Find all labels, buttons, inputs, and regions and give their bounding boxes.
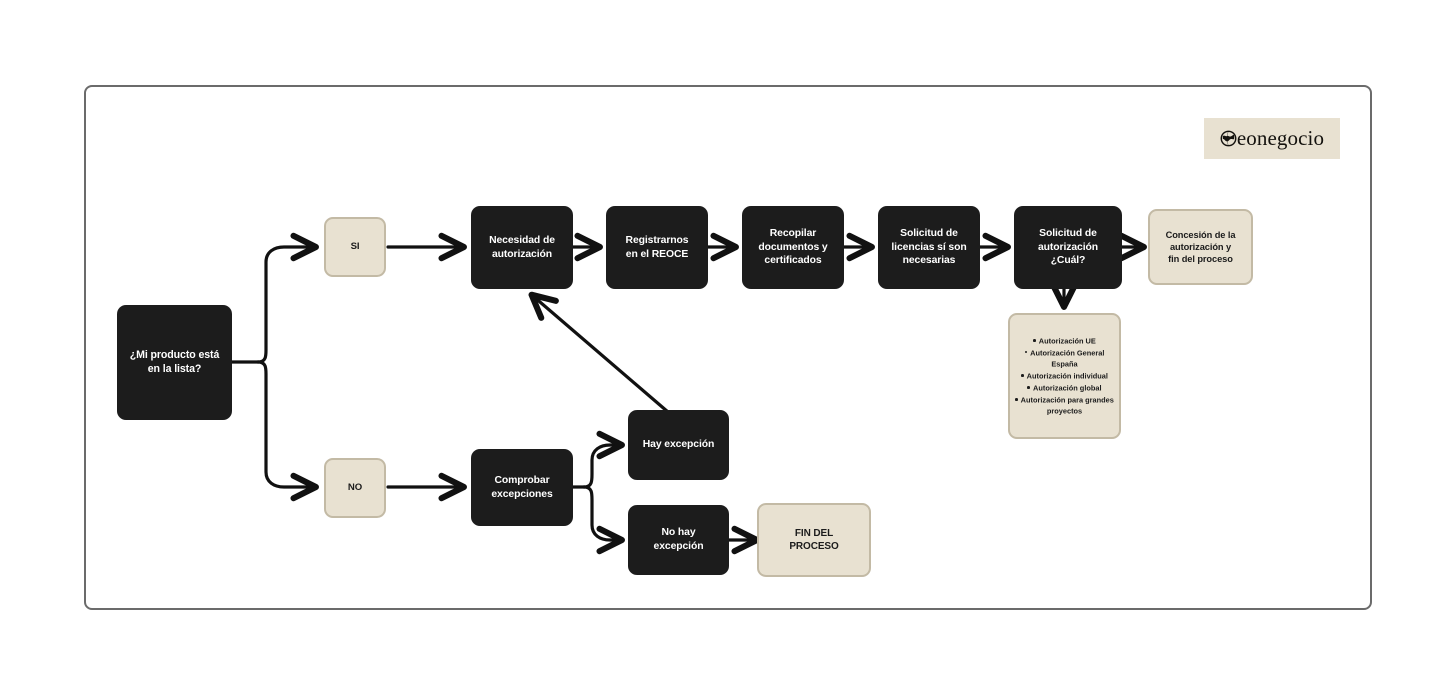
node-process-end-label: FIN DEL PROCESO <box>789 527 839 552</box>
node-register-reoce[interactable]: Registrarnos en el REOCE <box>606 206 708 289</box>
bullet-dot-icon <box>1024 350 1028 354</box>
node-yes-label: SI <box>350 240 360 252</box>
node-request-licenses[interactable]: Solicitud de licencias sí son necesarias <box>878 206 980 289</box>
node-need-authorization[interactable]: Necesidad de autorización <box>471 206 573 289</box>
node-no-label: NO <box>347 481 363 493</box>
globe-icon <box>1220 130 1237 147</box>
node-request-authorization[interactable]: Solicitud de autorización ¿Cuál? <box>1014 206 1122 289</box>
node-collect-documents-label: Recopilar documentos y certificados <box>758 227 828 267</box>
brand-logo: eonegocio <box>1204 118 1340 159</box>
node-process-end[interactable]: FIN DEL PROCESO <box>757 503 871 577</box>
node-yes[interactable]: SI <box>324 217 386 277</box>
node-has-exception-label: Hay excepción <box>642 439 715 451</box>
node-register-reoce-label: Registrarnos en el REOCE <box>625 234 689 260</box>
node-start-label: ¿Mi producto está en la lista? <box>129 348 220 375</box>
bullet-dot-icon <box>1033 339 1036 342</box>
bullet-dot-icon <box>1027 386 1030 389</box>
node-grant-authorization[interactable]: Concesión de la autorización y fin del p… <box>1148 209 1253 285</box>
list-item: Autorización para grandes proyectos <box>1013 394 1116 418</box>
list-item: Autorización individual <box>1013 370 1116 382</box>
bullet-dot-icon <box>1021 374 1024 377</box>
node-need-authorization-label: Necesidad de autorización <box>489 234 555 260</box>
brand-logo-text: eonegocio <box>1236 126 1325 150</box>
list-item: Autorización General España <box>1013 347 1116 371</box>
node-check-exceptions[interactable]: Comprobar excepciones <box>471 449 573 526</box>
node-grant-authorization-label: Concesión de la autorización y fin del p… <box>1165 229 1236 265</box>
authorization-types-list: Autorización UE Autorización General Esp… <box>1013 335 1116 417</box>
node-no[interactable]: NO <box>324 458 386 518</box>
node-collect-documents[interactable]: Recopilar documentos y certificados <box>742 206 844 289</box>
node-no-exception-label: No hay excepción <box>653 527 704 552</box>
node-request-licenses-label: Solicitud de licencias sí son necesarias <box>891 227 967 267</box>
node-start[interactable]: ¿Mi producto está en la lista? <box>117 305 232 420</box>
list-item: Autorización UE <box>1013 335 1116 347</box>
node-has-exception[interactable]: Hay excepción <box>628 410 729 480</box>
node-request-authorization-label: Solicitud de autorización ¿Cuál? <box>1038 227 1098 267</box>
node-check-exceptions-label: Comprobar excepciones <box>491 474 553 500</box>
authorization-types-box[interactable]: Autorización UE Autorización General Esp… <box>1008 313 1121 439</box>
node-no-exception[interactable]: No hay excepción <box>628 505 729 575</box>
bullet-dot-icon <box>1015 397 1018 401</box>
list-item: Autorización global <box>1013 382 1116 394</box>
